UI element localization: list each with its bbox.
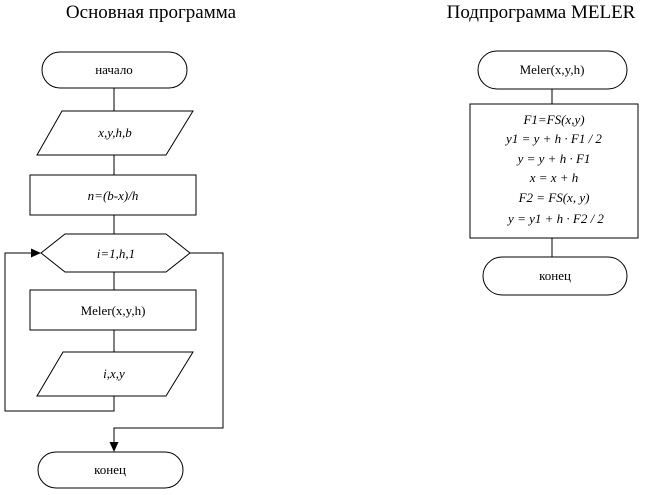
sub-body-line: y = y1 + h · F2 / 2 [506, 211, 604, 226]
main-loop-label: i=1,h,1 [97, 246, 135, 261]
sub-body-line: F1=FS(x,y) [522, 112, 584, 127]
sub-start-label: Meler(x,y,h) [520, 62, 585, 77]
main-call-process [29, 289, 197, 331]
main-start-label: начало [95, 62, 133, 77]
main-output-parallelogram [36, 351, 194, 397]
loop-back-arrowhead [31, 248, 41, 258]
main-input-label: x,y,h,b [97, 125, 132, 140]
loop-exit-arrowhead [109, 442, 119, 452]
sub-body-process [469, 103, 639, 239]
main-input-parallelogram [36, 110, 194, 156]
main-call-label: Meler(x,y,h) [81, 303, 146, 318]
main-calc-label: n=(b-x)/h [88, 188, 139, 203]
subroutine-title: Подпрограмма MELER [447, 2, 636, 23]
main-calc-process [29, 174, 197, 216]
sub-body-line: y = y + h · F1 [516, 151, 591, 166]
main-output-label: i,x,y [103, 366, 125, 381]
sub-body-line: x = x + h [529, 170, 579, 185]
sub-body-line: y1 = y + h · F1 / 2 [504, 131, 602, 146]
main-end-terminator [37, 451, 184, 489]
loop-exit-line [113, 252, 224, 444]
sub-end-terminator [482, 256, 628, 296]
loop-back-line [4, 252, 115, 412]
main-end-label: конец [94, 462, 126, 477]
sub-body-line: F2 = FS(x, y) [518, 190, 590, 205]
sub-end-label: конец [539, 268, 571, 283]
main-program-title: Основная программа [66, 2, 237, 23]
